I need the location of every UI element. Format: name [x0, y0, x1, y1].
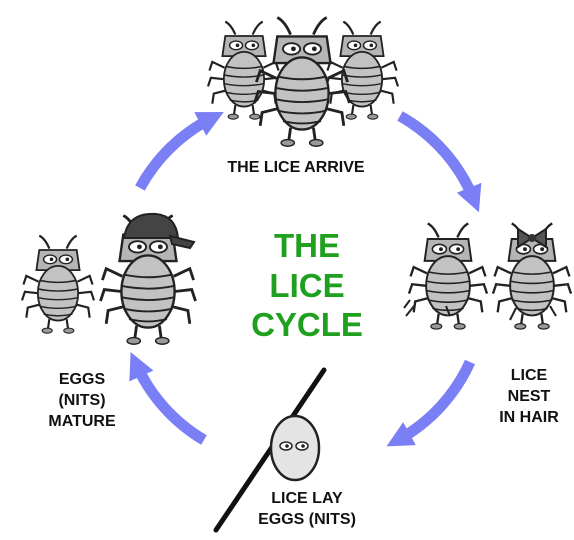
louse-icon: [253, 16, 351, 148]
eggs-mature-group: [20, 212, 197, 346]
louse-icon: [324, 20, 400, 121]
stage-label-nest: LICE NEST IN HAIR: [499, 367, 559, 426]
nit-egg-icon: [269, 414, 321, 482]
louse-icon: [20, 234, 96, 335]
center-title-line3: CYCLE: [251, 306, 363, 344]
cap-icon: [122, 212, 196, 250]
lice-lay-eggs-group: [213, 367, 327, 533]
lice-nest-group: [403, 222, 573, 331]
hair-strand-icon: [403, 299, 557, 321]
center-title: THE LICE CYCLE: [232, 226, 382, 345]
stage-label-mature: EGGS (NITS) MATURE: [48, 371, 116, 430]
cycle-arrow-top-right: [397, 111, 482, 213]
lice-arrive-group: [206, 16, 400, 148]
center-title-line1: THE: [274, 227, 340, 264]
cycle-arrow-bottom-right: [386, 359, 476, 447]
cycle-arrow-top-left: [135, 112, 224, 191]
stage-label-arrive: THE LICE ARRIVE: [227, 159, 365, 176]
cycle-arrow-bottom-left: [129, 351, 207, 445]
bow-icon: [517, 227, 547, 249]
louse-icon: [206, 20, 282, 121]
center-title-line2: LICE: [269, 266, 345, 304]
stage-label-lay: LICE LAY EGGS (NITS): [258, 490, 356, 528]
